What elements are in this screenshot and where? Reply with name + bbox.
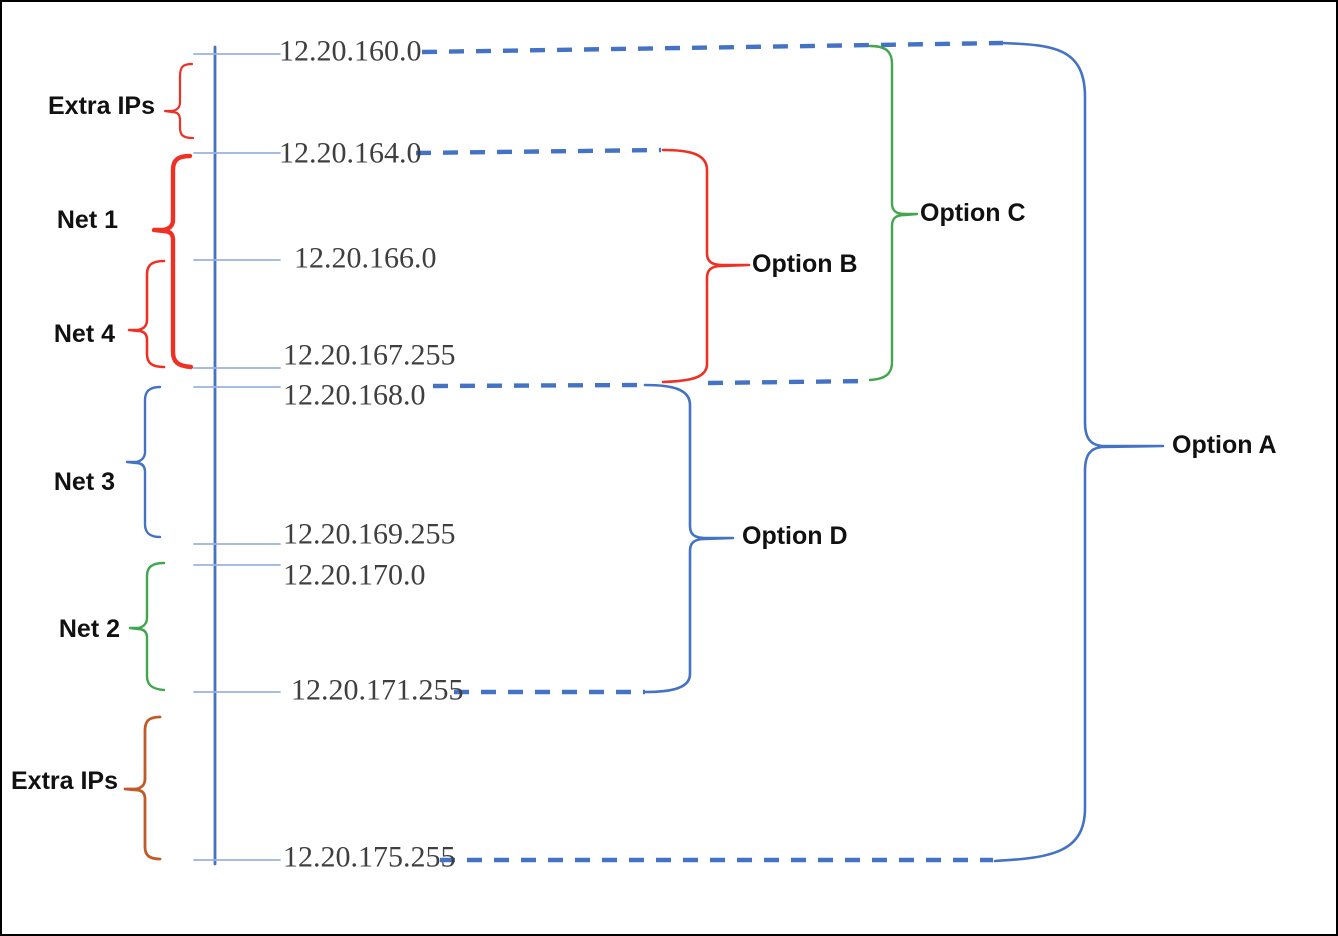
- brace-option-b: [661, 148, 751, 384]
- brace-option-c: [868, 44, 919, 382]
- ip-label-160-0: 12.20.160.0: [279, 34, 422, 68]
- dashed-connector-160-0: [421, 40, 1004, 55]
- group-label-extra-ips-top: Extra IPs: [47, 92, 155, 120]
- ip-label-166-0: 12.20.166.0: [294, 241, 437, 275]
- brace-net-1: [151, 153, 194, 370]
- option-label-a: Option A: [1172, 431, 1277, 459]
- ip-label-168-0: 12.20.168.0: [283, 378, 426, 412]
- ip-label-171-255: 12.20.171.255: [291, 673, 464, 707]
- dashed-connector-168-0-right: [707, 378, 869, 386]
- group-label-net-4: Net 4: [53, 320, 115, 348]
- ip-label-175-255: 12.20.175.255: [283, 840, 456, 874]
- brace-option-d: [643, 383, 735, 694]
- group-label-net-1: Net 1: [56, 206, 118, 234]
- option-label-d: Option D: [742, 522, 848, 550]
- brace-option-a: [993, 41, 1165, 863]
- ip-label-170-0: 12.20.170.0: [283, 558, 426, 592]
- ip-label-164-0: 12.20.164.0: [279, 136, 422, 170]
- group-label-net-2: Net 2: [58, 615, 120, 643]
- brace-net-3: [125, 385, 162, 539]
- group-label-net-3: Net 3: [53, 468, 115, 496]
- ip-label-169-255: 12.20.169.255: [283, 517, 456, 551]
- ip-label-167-255: 12.20.167.255: [283, 338, 456, 372]
- group-label-extra-ips-bottom: Extra IPs: [10, 767, 118, 795]
- brace-extra-ips-bottom: [123, 715, 162, 861]
- option-label-b: Option B: [752, 250, 858, 278]
- brace-net-4: [127, 259, 166, 369]
- dashed-connector-164-0: [415, 147, 662, 156]
- dashed-connector-168-0-left: [432, 382, 644, 389]
- brace-extra-ips-top: [163, 62, 195, 140]
- option-label-c: Option C: [920, 199, 1026, 227]
- brace-net-2: [128, 561, 166, 692]
